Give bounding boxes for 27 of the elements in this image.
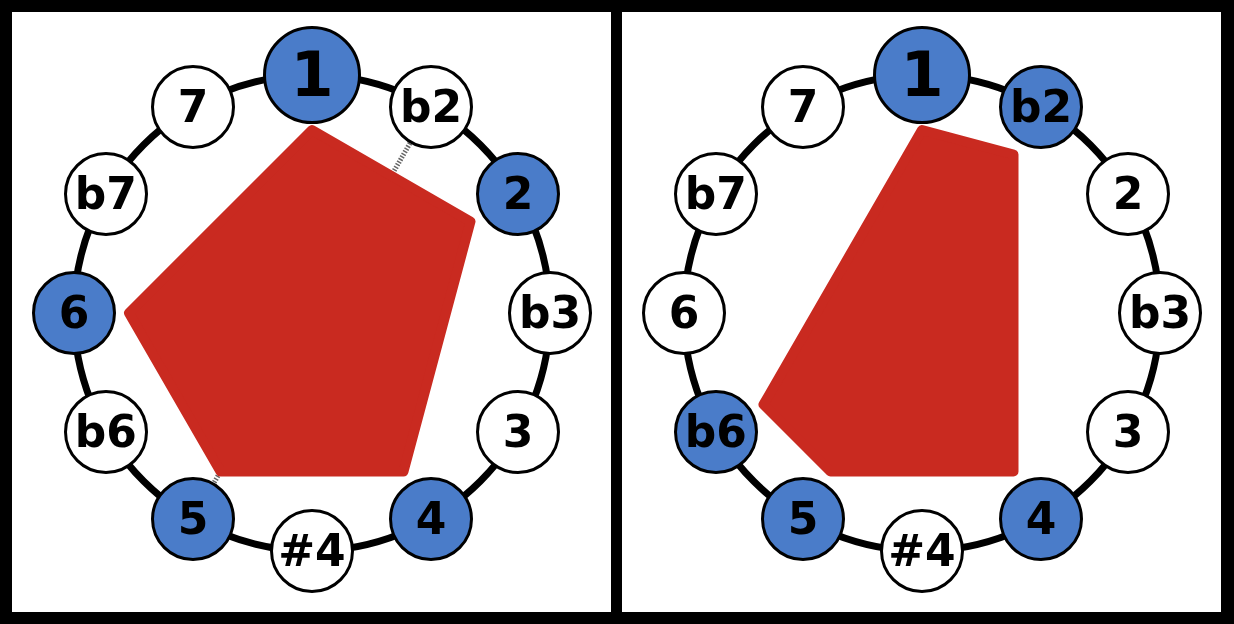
note-label: 7 xyxy=(787,84,819,129)
note-label: 6 xyxy=(58,291,90,335)
panel xyxy=(622,12,1221,612)
note-label: 3 xyxy=(1112,410,1144,454)
note-label: b3 xyxy=(518,291,582,335)
note-label: 1 xyxy=(290,44,334,106)
note-label: 7 xyxy=(177,84,209,129)
note-label: b6 xyxy=(74,410,137,454)
note-label: b3 xyxy=(1128,291,1192,335)
note-label: 3 xyxy=(502,410,534,454)
note-label: 5 xyxy=(177,497,209,542)
note-label: 2 xyxy=(502,172,534,216)
note-label: b2 xyxy=(1009,84,1073,129)
note-label: 1 xyxy=(900,44,944,106)
note-label: b2 xyxy=(399,84,463,129)
panel xyxy=(12,12,611,612)
note-label: 4 xyxy=(1025,497,1057,542)
note-label: b6 xyxy=(684,410,747,454)
note-label: 6 xyxy=(668,291,700,335)
note-label: 5 xyxy=(787,497,819,542)
note-label: 4 xyxy=(415,497,447,542)
note-label: b7 xyxy=(684,172,747,216)
note-label: #4 xyxy=(278,529,346,573)
note-label: b7 xyxy=(74,172,137,216)
note-label: #4 xyxy=(888,529,956,573)
chord-polygon xyxy=(758,125,1019,477)
note-label: 2 xyxy=(1112,172,1144,216)
